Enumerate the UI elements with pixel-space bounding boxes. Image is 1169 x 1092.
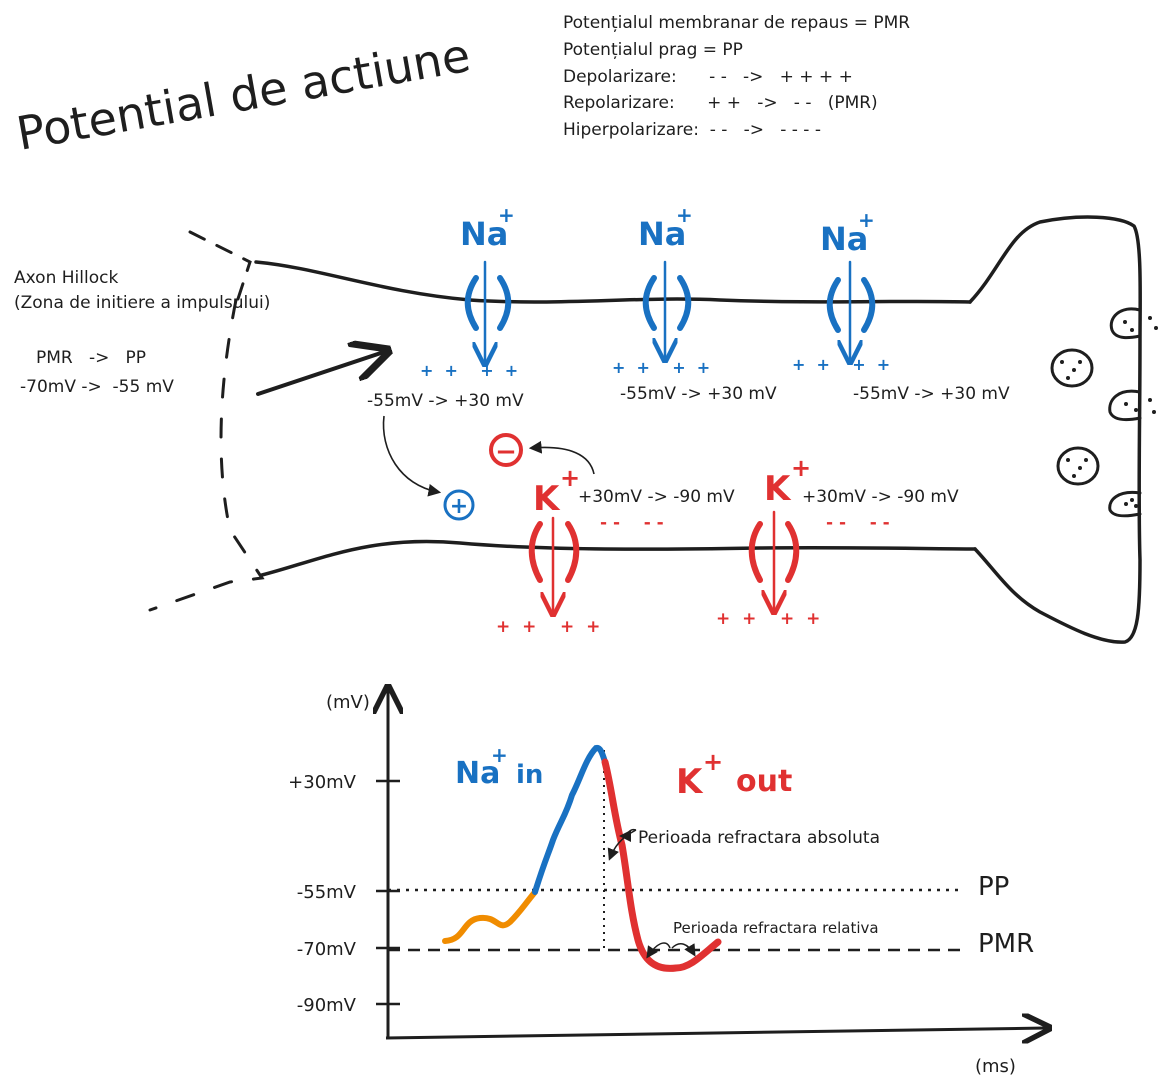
tick-label: +30mV [288,772,357,793]
plus-charge: + [443,489,475,521]
relative-refractory-arrow [646,942,671,959]
k-channel-1: K + [528,464,580,612]
k-voltage-range: +30mV -> -90 mV [802,487,959,507]
legend-repolarization: Repolarizare: + + -> - - (PMR) [563,93,878,113]
pmr-to-pp-values: -70mV -> -55 mV [20,377,174,397]
k-out-label: K [676,762,704,802]
k-out-word: out [736,764,792,799]
na-channel-1: Na + [460,203,515,362]
axon-hillock-title: Axon Hillock [14,268,118,288]
tick-label: -90mV [297,995,357,1016]
curve-to-minus-arrow [528,440,595,475]
na-in-label: Na [455,756,500,791]
na-in-superscript: + [491,743,508,767]
k-voltage-range: +30mV -> -90 mV [578,487,735,507]
sub-threshold-curve [442,889,538,944]
na-voltage-range: -55mV -> +30 mV [853,384,1010,404]
na-channel-2: Na + [638,203,693,358]
x-axis [385,1028,1046,1038]
minus-row-red: - - - - [826,513,890,533]
legend-hyperpolarization: Hiperpolarizare: - - -> - - - - [563,120,821,140]
vesicle [1050,348,1094,388]
absolute-refractory-arrow [607,829,637,861]
na-superscript: + [498,203,515,227]
k-superscript: + [791,454,811,482]
na-superscript: + [858,208,875,232]
plus-row-blue: + + + + [792,355,890,374]
vesicle [1056,446,1100,486]
minus-charge: − [489,433,523,467]
na-channel-3: Na + [820,208,876,360]
plus-row-blue: + + + + [420,361,518,380]
curve-to-plus-arrow [382,415,442,497]
hillock-arrow [256,352,384,396]
axon-hillock-subtitle: (Zona de initiere a impulsului) [14,293,270,313]
k-label: K [533,479,561,519]
legend: Potențialul membranar de repaus = PMR Po… [563,13,910,140]
na-label: Na [820,220,868,258]
axon-outline [148,215,1158,644]
absolute-refractory-label: Perioada refractara absoluta [638,828,880,848]
tick-label: -55mV [297,882,357,903]
na-label: Na [638,215,686,253]
page-title: Potential de actiune [13,28,475,161]
k-out-superscript: + [703,748,723,776]
axon-hillock-label: Axon Hillock (Zona de initiere a impulsu… [14,268,270,397]
na-voltage-range: -55mV -> +30 mV [620,384,777,404]
na-voltage-range: -55mV -> +30 mV [367,391,524,411]
plus-row-red: + + + + [716,609,820,629]
minus-sign: − [495,437,517,467]
na-in-word: in [516,760,543,790]
na-superscript: + [676,203,693,227]
action-potential-graph: (mV) (ms) +30mV -55mV -70mV -90mV PP PMR… [288,690,1046,1077]
plus-row-blue: + + + + [612,358,710,377]
k-superscript: + [560,464,580,492]
y-axis-unit: (mV) [326,692,370,713]
depolarization-curve [532,744,608,895]
pmr-to-pp: PMR -> PP [36,348,146,368]
na-label: Na [460,215,508,253]
k-channel-2: K + [748,454,811,610]
legend-pmr: Potențialul membranar de repaus = PMR [563,13,910,33]
tick-label: -70mV [297,939,357,960]
legend-depolarization: Depolarizare: - - -> + + + + [563,67,853,87]
legend-pp: Potențialul prag = PP [563,40,743,60]
minus-row-red: - - - - [600,513,664,533]
relative-refractory-label: Perioada refractara relativa [673,919,879,937]
plus-row-red: + + + + [496,617,600,637]
x-axis-unit: (ms) [975,1056,1016,1077]
k-label: K [764,469,792,509]
pp-label: PP [978,872,1009,902]
pmr-label: PMR [978,929,1034,959]
repolarization-curve [601,758,722,972]
plus-sign: + [450,494,468,519]
